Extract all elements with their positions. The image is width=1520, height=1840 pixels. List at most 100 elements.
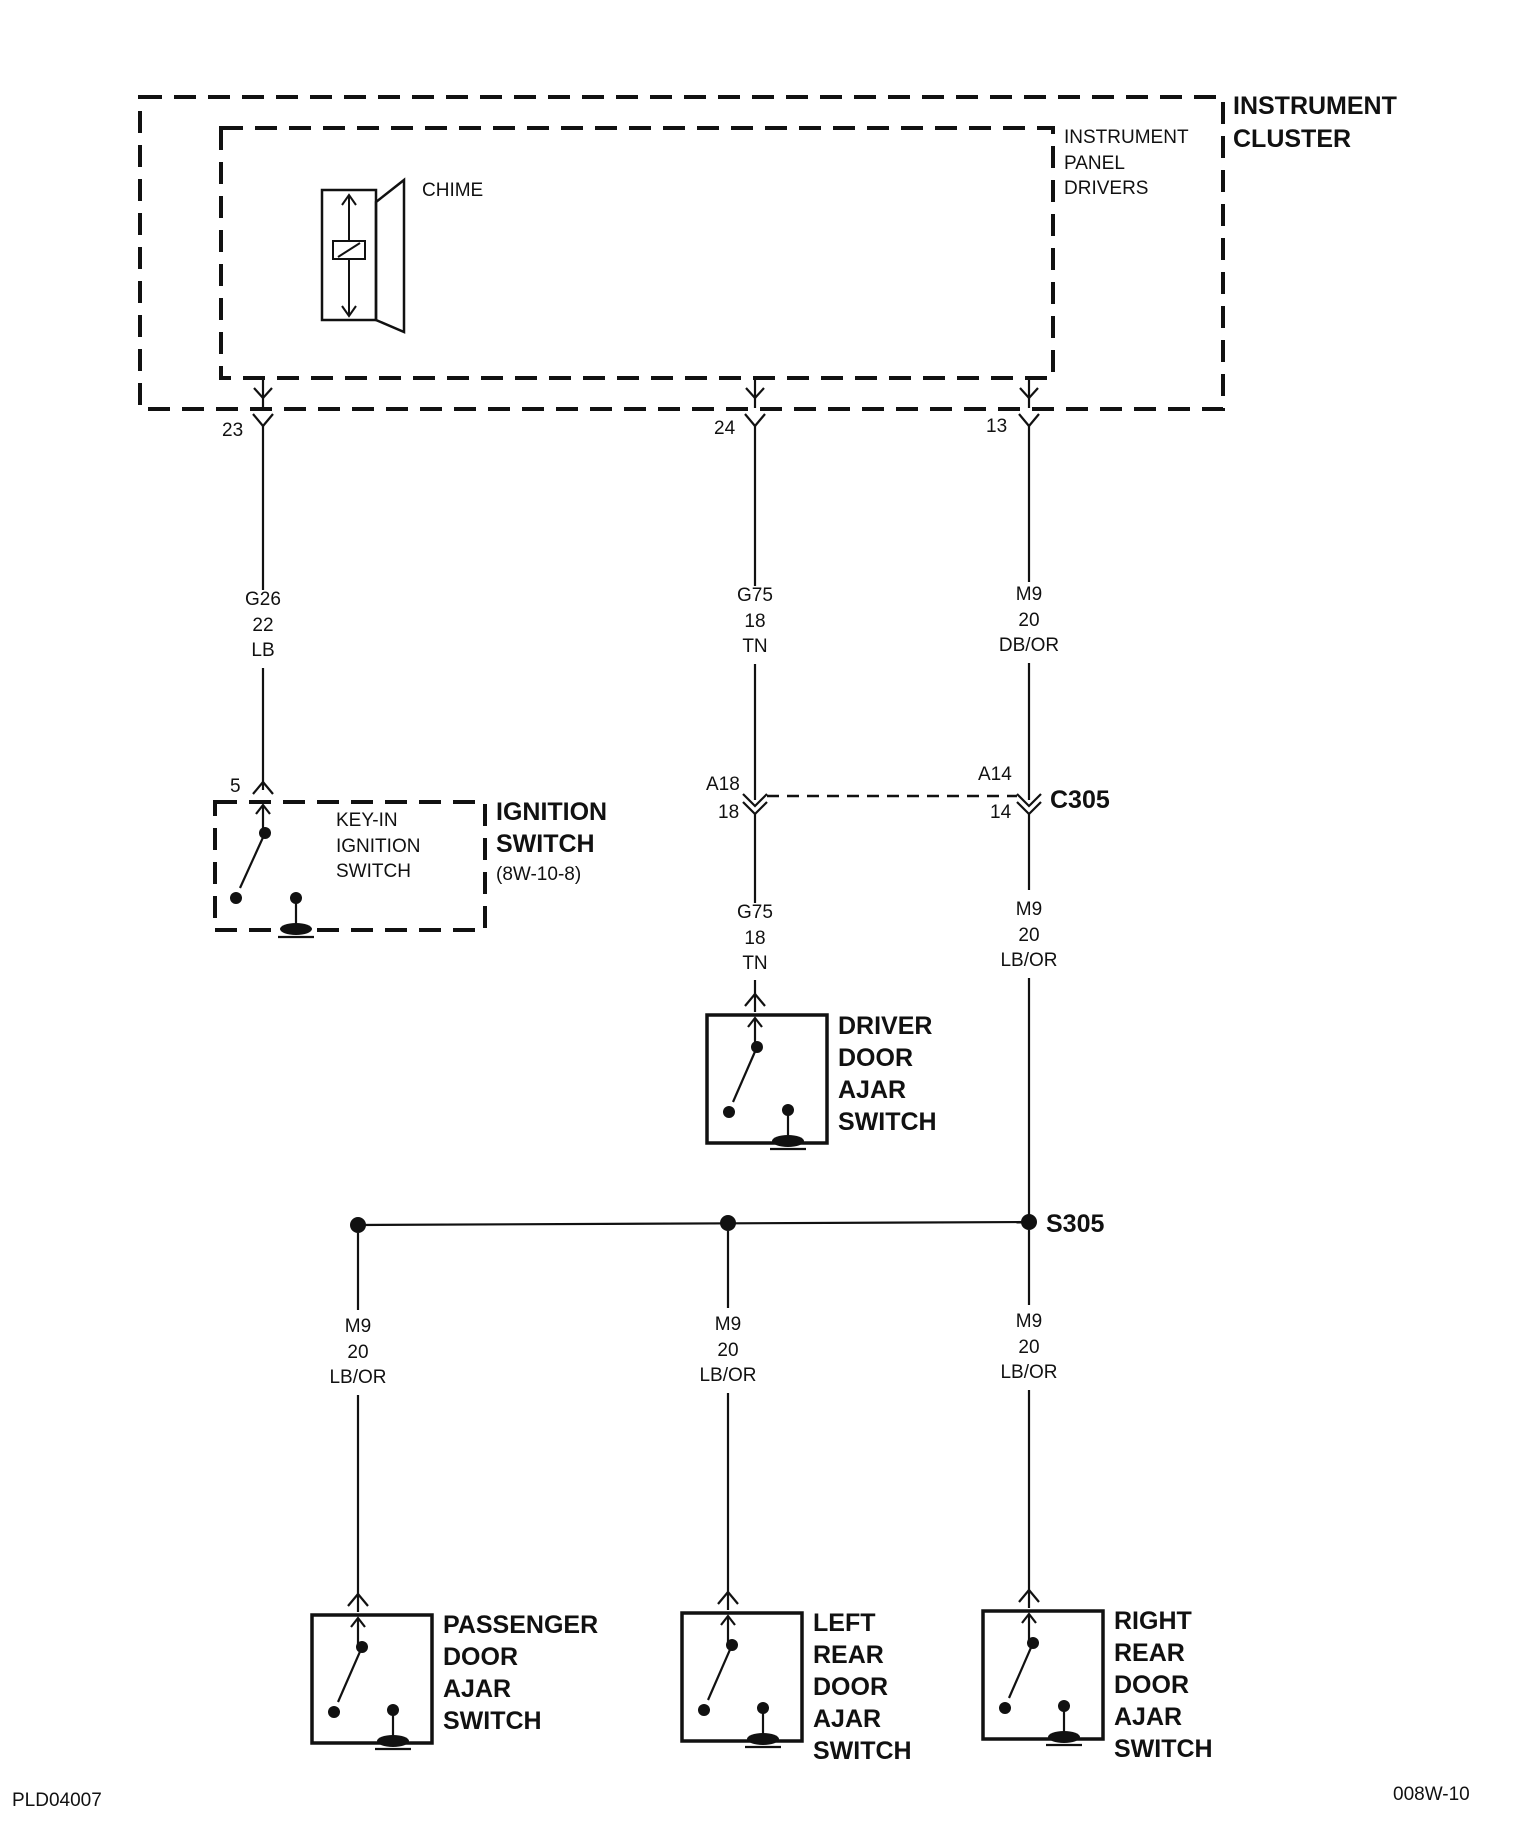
right-rear-door-label-4: AJAR <box>1114 1703 1182 1731</box>
wire-g75-upper-color: TN <box>742 636 767 657</box>
wire-m9-left-rear-label: M9 20 LB/OR <box>699 1314 756 1386</box>
key-in-label-3: SWITCH <box>336 861 411 882</box>
passenger-door-switch-box <box>310 1613 434 1745</box>
wire-m9-right-rear-circuit: M9 <box>1016 1311 1042 1332</box>
instrument-panel-drivers-box <box>219 126 1055 380</box>
right-rear-door-switch-box <box>981 1609 1105 1741</box>
wire-g26-circuit: G26 <box>245 589 281 610</box>
chime-label: CHIME <box>422 180 483 201</box>
driver-door-label-4: SWITCH <box>838 1108 937 1136</box>
right-rear-door-label-2: REAR <box>1114 1639 1185 1667</box>
left-rear-door-label-3: DOOR <box>813 1673 888 1701</box>
splice-dot-left-rear <box>720 1215 736 1231</box>
wire-g26-color: LB <box>251 640 274 661</box>
instrument-cluster-box <box>138 95 1225 411</box>
wire-m9-left-rear-circuit: M9 <box>715 1314 741 1335</box>
left-rear-door-switch-icon <box>698 1614 781 1749</box>
driver-door-switch-box <box>705 1013 829 1145</box>
wire-m9-left-rear-color: LB/OR <box>699 1365 756 1386</box>
wire-m9-passenger-gauge: 20 <box>347 1342 368 1363</box>
wire-m9-passenger-circuit: M9 <box>345 1316 371 1337</box>
splice-dot-passenger <box>350 1217 366 1233</box>
ignition-switch-box <box>213 800 487 932</box>
passenger-door-switch-icon <box>328 1616 411 1751</box>
wire-m9-upper-color: DB/OR <box>999 635 1059 656</box>
instrument-cluster-label-2: CLUSTER <box>1233 125 1351 153</box>
driver-door-connector <box>744 992 766 1007</box>
wire-m9-middle-color: LB/OR <box>1000 950 1057 971</box>
right-rear-door-label-5: SWITCH <box>1114 1735 1213 1763</box>
c305-pin-a18: A18 <box>706 774 740 795</box>
wire-g75-lower-circuit: G75 <box>737 902 773 923</box>
left-rear-door-label-5: SWITCH <box>813 1737 912 1765</box>
wire-m9-right-rear-label: M9 20 LB/OR <box>1000 1311 1057 1383</box>
passenger-door-label-3: AJAR <box>443 1675 511 1703</box>
ignition-switch-label-1: IGNITION <box>496 798 607 826</box>
c305-connector <box>742 793 1042 816</box>
panel-drivers-label-2: PANEL <box>1064 153 1125 174</box>
left-rear-door-switch-box <box>680 1611 804 1743</box>
wire-m9-middle-circuit: M9 <box>1016 899 1042 920</box>
cluster-connectors <box>252 413 1040 428</box>
wire-g75-lower-gauge: 18 <box>744 928 765 949</box>
passenger-connector <box>347 1592 369 1607</box>
c305-pin-a14: A14 <box>978 764 1012 785</box>
footer-left-code: PLD04007 <box>12 1790 102 1811</box>
left-rear-door-label-2: REAR <box>813 1641 884 1669</box>
wire-g26-gauge: 22 <box>252 615 273 636</box>
wire-m9-right-rear-color: LB/OR <box>1000 1362 1057 1383</box>
wire-g75-upper-label: G75 18 TN <box>737 585 773 657</box>
cluster-pin-stubs <box>253 378 1039 408</box>
footer-right-code: 008W-10 <box>1393 1784 1470 1805</box>
wire-g75-lower-color: TN <box>742 953 767 974</box>
driver-door-label-2: DOOR <box>838 1044 913 1072</box>
wire-m9-left-rear-gauge: 20 <box>717 1340 738 1361</box>
left-rear-connector <box>717 1590 739 1605</box>
key-in-switch-icon <box>230 803 314 939</box>
wire-g75-upper-circuit: G75 <box>737 585 773 606</box>
c305-label: C305 <box>1050 786 1110 814</box>
pin-13: 13 <box>986 416 1007 437</box>
splice-bus <box>357 1220 1030 1227</box>
driver-door-switch-icon <box>723 1016 806 1151</box>
right-rear-connector <box>1018 1588 1040 1603</box>
chime-icon <box>320 177 406 334</box>
key-in-label-1: KEY-IN <box>336 810 398 831</box>
passenger-door-label-2: DOOR <box>443 1643 518 1671</box>
driver-door-label-3: AJAR <box>838 1076 906 1104</box>
splice-dot-s305 <box>1021 1214 1037 1230</box>
wire-m9-passenger-label: M9 20 LB/OR <box>329 1316 386 1388</box>
wire-m9-upper-gauge: 20 <box>1018 610 1039 631</box>
right-rear-door-switch-icon <box>999 1612 1082 1747</box>
panel-drivers-label-1: INSTRUMENT <box>1064 127 1189 148</box>
left-rear-door-label-4: AJAR <box>813 1705 881 1733</box>
pin-24: 24 <box>714 418 736 439</box>
c305-pin-18: 18 <box>718 802 739 823</box>
wire-m9-passenger-color: LB/OR <box>329 1367 386 1388</box>
s305-label: S305 <box>1046 1210 1104 1238</box>
ignition-switch-label-2: SWITCH <box>496 830 595 858</box>
right-rear-door-label-1: RIGHT <box>1114 1607 1192 1635</box>
ignition-connector <box>252 780 274 795</box>
right-rear-door-label-3: DOOR <box>1114 1671 1189 1699</box>
driver-door-label-1: DRIVER <box>838 1012 932 1040</box>
wire-m9-upper-label: M9 20 DB/OR <box>999 584 1059 656</box>
instrument-cluster-label-1: INSTRUMENT <box>1233 92 1397 120</box>
wire-m9-middle-label: M9 20 LB/OR <box>1000 899 1057 971</box>
key-in-label-2: IGNITION <box>336 836 420 857</box>
pin-5: 5 <box>230 776 241 797</box>
c305-pin-14: 14 <box>990 802 1012 823</box>
wire-g75-lower-label: G75 18 TN <box>737 902 773 974</box>
panel-drivers-label-3: DRIVERS <box>1064 178 1148 199</box>
wire-g75-upper-gauge: 18 <box>744 611 765 632</box>
wire-m9-upper-circuit: M9 <box>1016 584 1042 605</box>
ignition-switch-ref: (8W-10-8) <box>496 864 581 885</box>
left-rear-door-label-1: LEFT <box>813 1609 876 1637</box>
wire-m9-middle-gauge: 20 <box>1018 925 1039 946</box>
wire-g26-label: G26 22 LB <box>245 589 281 661</box>
wire-m9-right-rear-gauge: 20 <box>1018 1337 1039 1358</box>
pin-23: 23 <box>222 420 243 441</box>
passenger-door-label-4: SWITCH <box>443 1707 542 1735</box>
passenger-door-label-1: PASSENGER <box>443 1611 598 1639</box>
